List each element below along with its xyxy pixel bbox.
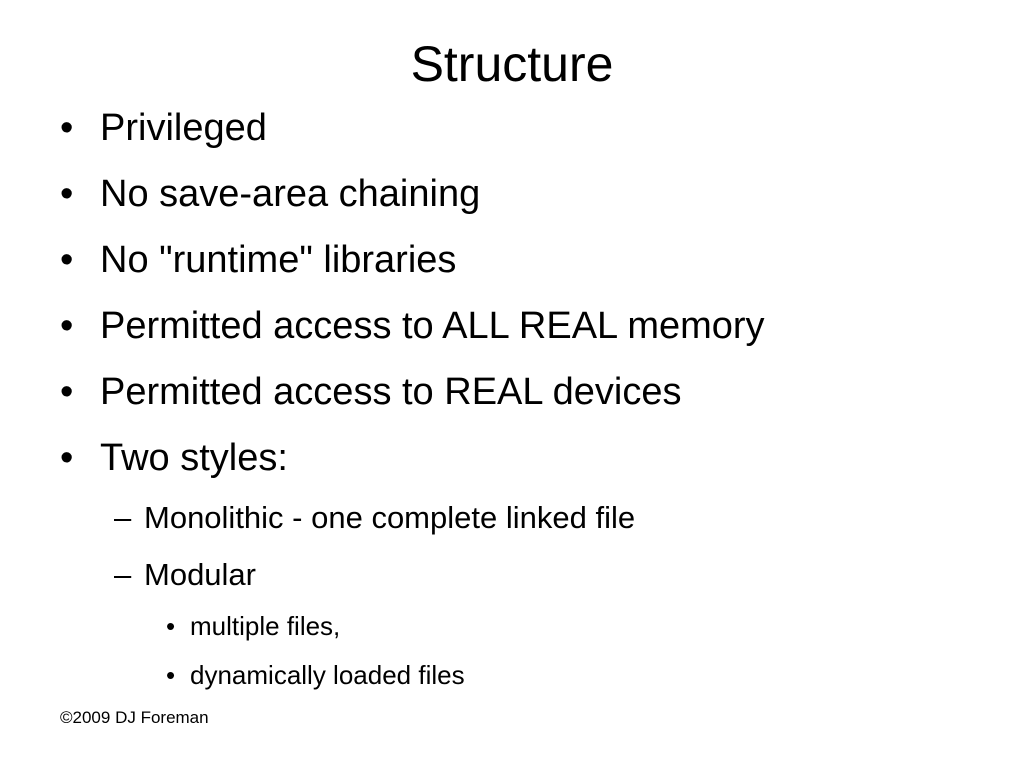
bullet-item: • Permitted access to ALL REAL memory <box>60 304 765 348</box>
sub-bullet-text: Monolithic - one complete linked file <box>144 500 636 535</box>
bullet-item: • No save-area chaining <box>60 172 481 216</box>
bullet-text: No "runtime" libraries <box>100 239 457 281</box>
bullet-marker: • <box>60 437 74 479</box>
bullet-marker: • <box>60 173 74 215</box>
sub-sub-bullet-item: • multiple files, <box>166 611 341 641</box>
copyright-footer: ©2009 DJ Foreman <box>60 708 209 727</box>
dash-marker: – <box>114 557 132 592</box>
bullet-text: Permitted access to REAL devices <box>100 371 682 413</box>
bullet-item: • No "runtime" libraries <box>60 238 457 282</box>
bullet-marker: • <box>60 107 74 149</box>
bullet-item: • Permitted access to REAL devices <box>60 370 682 414</box>
bullet-text: No save-area chaining <box>100 173 481 215</box>
bullet-item: • Privileged <box>60 106 267 150</box>
bullet-text: Two styles: <box>100 437 288 479</box>
bullet-text: Permitted access to ALL REAL memory <box>100 305 765 347</box>
bullet-text: Privileged <box>100 107 267 149</box>
bullet-marker: • <box>60 239 74 281</box>
bullet-marker: • <box>60 305 74 347</box>
sub-sub-bullet-text: dynamically loaded files <box>190 660 465 690</box>
dash-marker: – <box>114 500 132 535</box>
sub-sub-bullet-text: multiple files, <box>190 611 341 641</box>
bullet-item: • Two styles: <box>60 436 288 480</box>
sub-bullet-text: Modular <box>144 557 256 592</box>
sub-bullet-item: – Modular <box>114 557 256 593</box>
sub-bullet-item: – Monolithic - one complete linked file <box>114 500 636 536</box>
bullet-marker: • <box>166 611 176 641</box>
slide-title: Structure <box>410 36 614 92</box>
sub-sub-bullet-item: • dynamically loaded files <box>166 660 465 690</box>
bullet-marker: • <box>166 660 176 690</box>
bullet-marker: • <box>60 371 74 413</box>
